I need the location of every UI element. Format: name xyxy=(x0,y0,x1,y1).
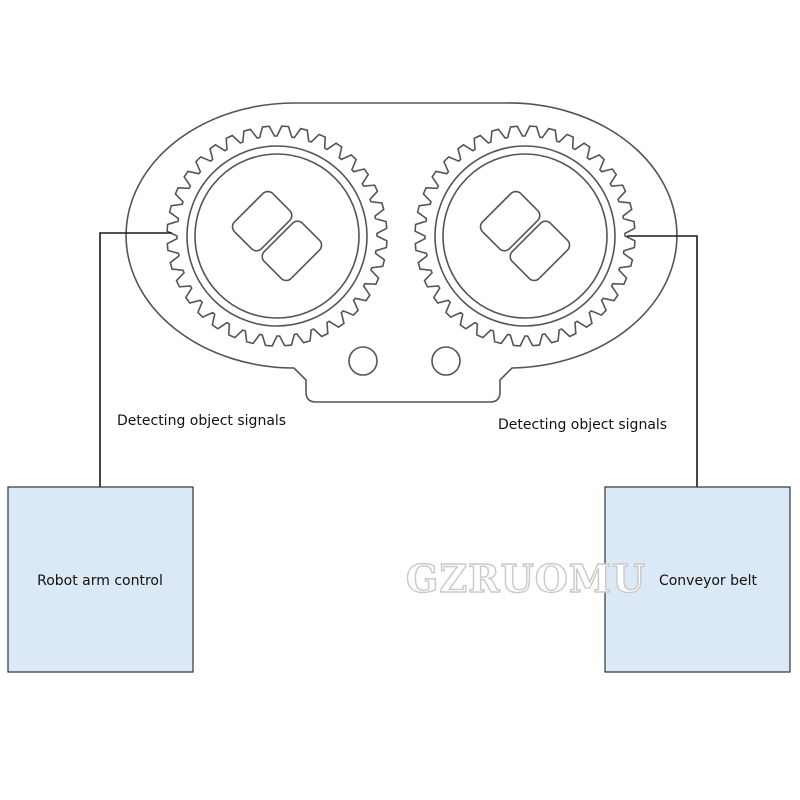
transducer-right-inner-ring xyxy=(442,153,608,319)
right-signal-line xyxy=(627,235,698,487)
sensor-board-outline xyxy=(125,102,678,403)
robot-arm-control-label: Robot arm control xyxy=(37,573,163,589)
transducer-left-pad-upper xyxy=(231,190,293,252)
transducer-left xyxy=(166,125,388,347)
mount-hole-left xyxy=(348,346,378,376)
connection-lines xyxy=(99,232,698,487)
left-signal-label: Detecting object signals xyxy=(117,413,286,429)
conveyor-belt-box xyxy=(604,486,791,673)
transducer-right-ring xyxy=(434,145,616,327)
gear-ring-left xyxy=(166,125,388,347)
mount-hole-right xyxy=(431,346,461,376)
conveyor-belt-label: Conveyor belt xyxy=(659,573,758,589)
watermark-text: GZRUOMU xyxy=(406,556,646,601)
transducer-right-pad-lower xyxy=(509,220,571,282)
left-signal-line xyxy=(99,232,172,487)
right-signal-label: Detecting object signals xyxy=(498,417,667,433)
transducer-left-inner-ring xyxy=(194,153,360,319)
transducer-right xyxy=(414,125,636,347)
transducer-left-pad-lower xyxy=(261,220,323,282)
robot-arm-control-box xyxy=(7,486,194,673)
transducer-right-pad-upper xyxy=(479,190,541,252)
ultrasonic-sensor xyxy=(125,102,678,403)
gear-ring-right xyxy=(414,125,636,347)
transducer-left-ring xyxy=(186,145,368,327)
